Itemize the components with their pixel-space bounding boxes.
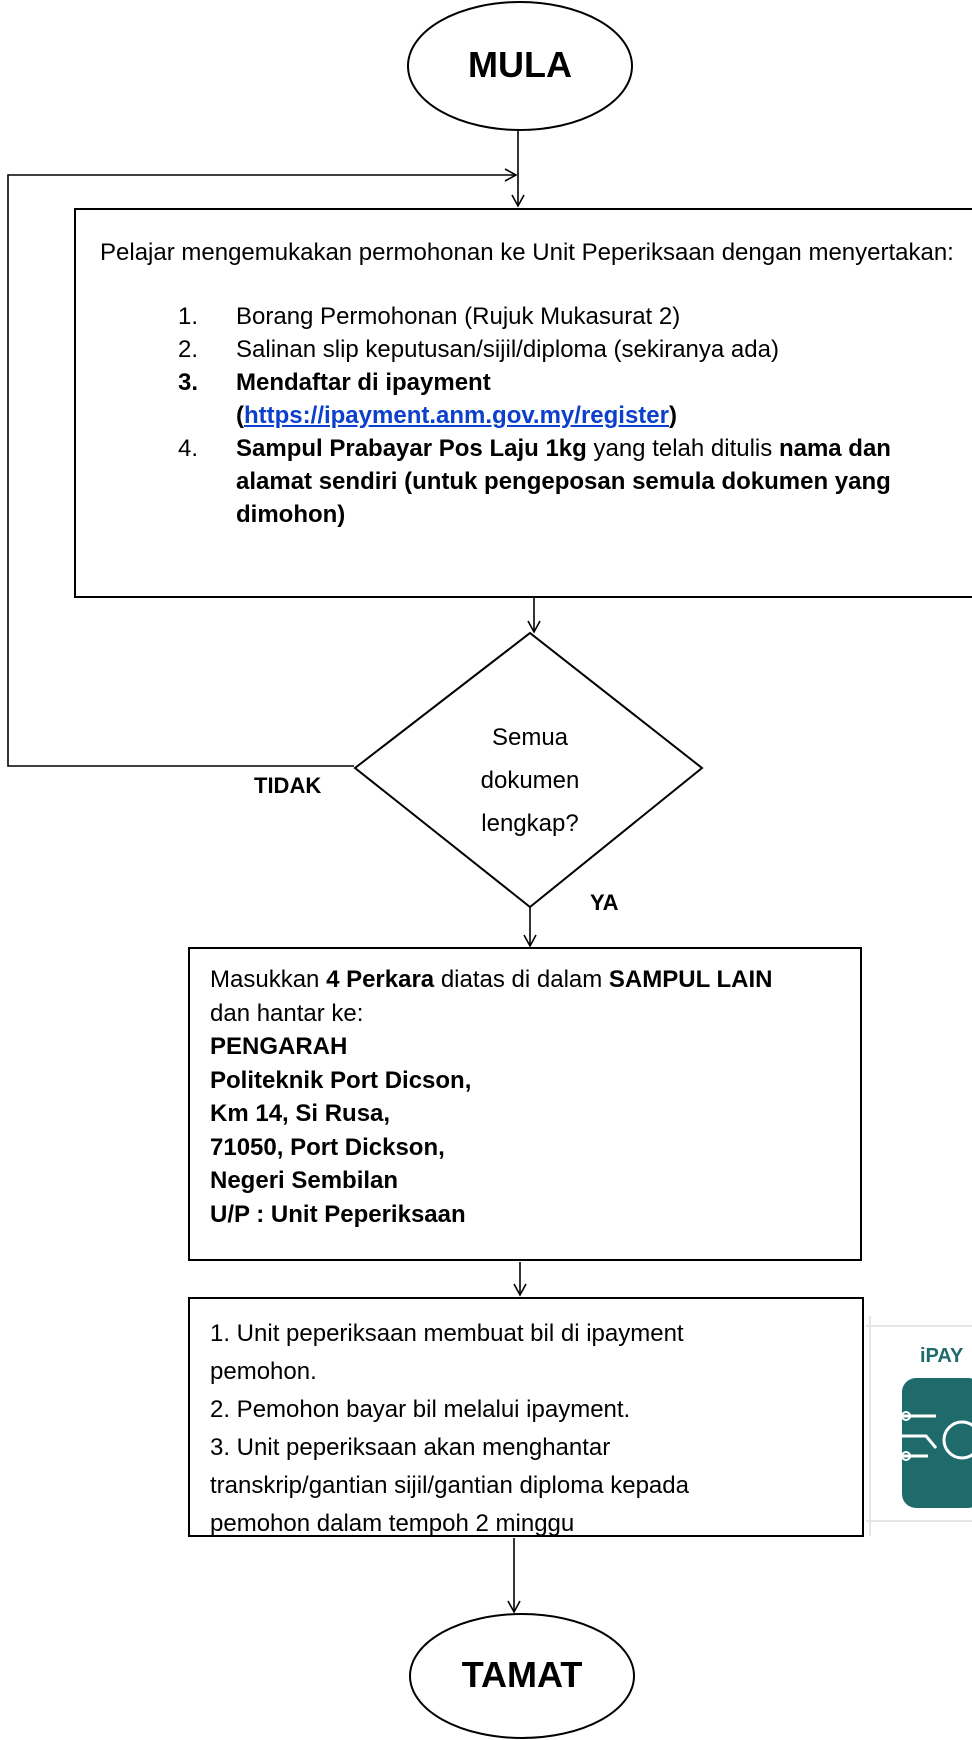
- step1-requirements-list: 1. Borang Permohonan (Rujuk Mukasurat 2)…: [100, 300, 958, 531]
- step3-line: 2. Pemohon bayar bil melalui ipayment.: [210, 1396, 631, 1423]
- address-line: 71050, Port Dickson,: [210, 1133, 445, 1161]
- ipay-logo-text: iPAY: [920, 1345, 964, 1367]
- address-line: Politeknik Port Dicson,: [210, 1066, 472, 1094]
- list-number: 2.: [178, 336, 199, 363]
- step2-text: diatas di dalam: [434, 966, 609, 993]
- step2-text: Masukkan: [210, 966, 327, 993]
- address-line: PENGARAH: [210, 1033, 348, 1060]
- decision-line: dokumen: [480, 767, 580, 794]
- address-line: Negeri Sembilan: [210, 1167, 399, 1194]
- list-text: yang telah ditulis: [586, 435, 779, 462]
- list-number: 1.: [178, 303, 199, 330]
- link-paren-close: ): [668, 402, 677, 429]
- list-text-bold: Sampul Prabayar Pos Laju 1kg: [236, 435, 587, 462]
- ipay-logo-graphic: iPAY: [866, 1316, 972, 1536]
- step3-line: 1. Unit peperiksaan membuat bil di ipaym…: [210, 1320, 684, 1347]
- list-text-bold: nama dan alamat sendiri (untuk pengeposa…: [236, 435, 891, 528]
- list-number: 3.: [178, 369, 199, 396]
- decision-line: lengkap?: [481, 810, 579, 837]
- ipay-logo: iPAY: [866, 1316, 972, 1536]
- list-number: 4.: [178, 435, 199, 462]
- list-text: Mendaftar di ipayment: [236, 369, 491, 396]
- step2-box: Masukkan 4 Perkara diatas di dalam SAMPU…: [188, 947, 862, 1261]
- list-item: 3. Mendaftar di ipayment (https://ipayme…: [178, 366, 958, 432]
- address-line: U/P : Unit Peperiksaan: [210, 1200, 466, 1228]
- step2-address: PENGARAH Politeknik Port Dicson, Km 14, …: [210, 1030, 840, 1231]
- list-text: Borang Permohonan (Rujuk Mukasurat 2): [236, 303, 681, 330]
- step1-box: Pelajar mengemukakan permohonan ke Unit …: [74, 208, 972, 598]
- list-item: 1. Borang Permohonan (Rujuk Mukasurat 2): [178, 300, 958, 333]
- decision-question: Semua dokumen lengkap?: [440, 716, 620, 845]
- end-terminal: [409, 1613, 635, 1739]
- start-label: MULA: [468, 44, 572, 85]
- start-terminal: [407, 1, 633, 131]
- step2-text-bold: 4 Perkara: [326, 966, 435, 993]
- loop-back-line: [7, 168, 518, 767]
- decision-no-label: TIDAK: [254, 773, 322, 798]
- decision-yes-label: YA: [590, 890, 619, 915]
- list-text: Salinan slip keputusan/sijil/diploma (se…: [236, 336, 779, 363]
- list-item: 4. Sampul Prabayar Pos Laju 1kg yang tel…: [178, 432, 958, 531]
- link-paren-open: (: [236, 402, 244, 429]
- step3-box: 1. Unit peperiksaan membuat bil di ipaym…: [188, 1297, 864, 1537]
- step2-text-bold: SAMPUL LAIN: [608, 966, 773, 993]
- address-line: Km 14, Si Rusa,: [210, 1100, 391, 1127]
- step3-line: 3. Unit peperiksaan akan menghantar: [210, 1434, 611, 1461]
- step1-intro: Pelajar mengemukakan permohonan ke Unit …: [100, 239, 954, 266]
- ipayment-register-link[interactable]: https://ipayment.anm.gov.my/register: [244, 402, 669, 429]
- step3-line: transkrip/gantian sijil/gantian diploma …: [210, 1472, 689, 1499]
- list-item: 2. Salinan slip keputusan/sijil/diploma …: [178, 333, 958, 366]
- step2-send-to: dan hantar ke:: [210, 999, 364, 1027]
- end-label: TAMAT: [461, 1654, 583, 1695]
- step3-line: pemohon.: [210, 1358, 317, 1385]
- step3-line: pemohon dalam tempoh 2 minggu: [210, 1510, 575, 1537]
- decision-line: Semua: [491, 724, 569, 751]
- step2-instruction: Masukkan 4 Perkara diatas di dalam SAMPU…: [210, 963, 840, 997]
